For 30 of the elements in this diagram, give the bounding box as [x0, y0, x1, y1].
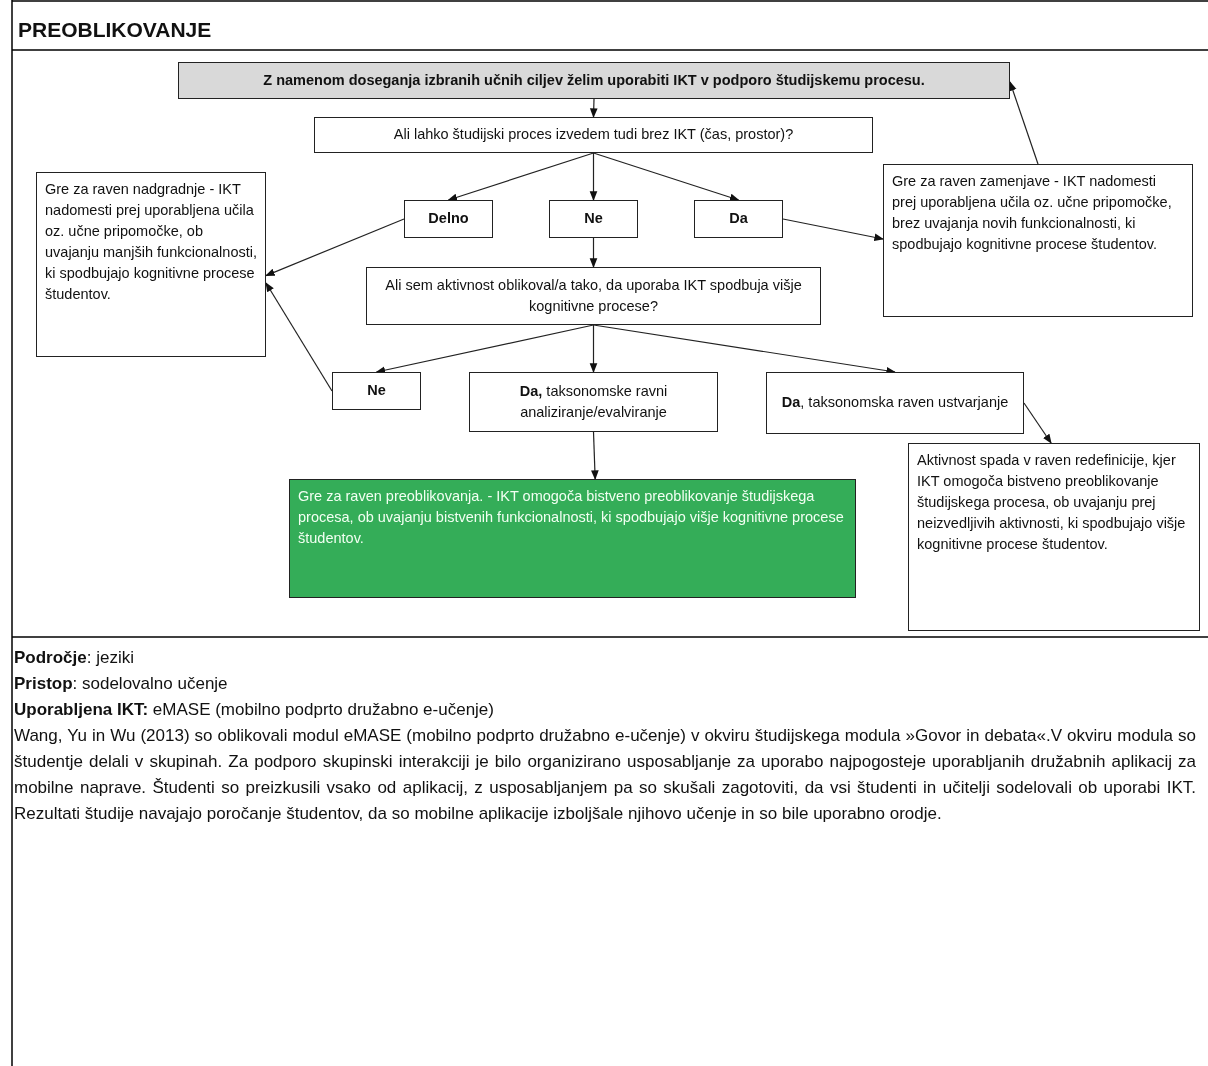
arrow — [589, 324, 598, 373]
arrow — [782, 218, 884, 242]
arrow — [589, 152, 598, 201]
arrow — [1023, 402, 1052, 444]
panel-title: PREOBLIKOVANJE — [18, 18, 212, 42]
arrow — [591, 431, 599, 480]
arrow — [265, 282, 333, 392]
arrow — [265, 218, 405, 277]
info-line: Pristop: sodelovalno učenje — [14, 673, 229, 695]
process-box: Da, taksonomska raven ustvarjanje — [766, 372, 1024, 434]
process-box: Aktivnost spada v raven redefinicije, kjer IKT omogoča bistveno preoblikovanje študijskega procesa, ob uvajanju prej neizvedljivih aktivnosti, ki spodbujajo višje kognitivne procese študentov. — [908, 443, 1200, 631]
process-box: Gre za raven nadgradnje - IKT nadomesti prej uporabljena učila oz. učne pripomočke, ob uvajanju manjših funkcionalnosti, ki spodbujajo kognitivne procese študentov. — [36, 172, 266, 357]
start-box: Z namenom doseganja izbranih učnih ciljev želim uporabiti IKT v podporo študijskemu procesu. — [178, 62, 1010, 99]
arrow — [589, 237, 598, 268]
answer-box: Delno — [404, 200, 493, 238]
body-paragraph: Wang, Yu in Wu (2013) so oblikovali modul eMASE (mobilno podprto družabno e-učenje) v okviru študijskega modula »Govor in debata«.V okviru modula so študentje delali v skupinah. Za podporo skupinski interakciji je bilo organizirano usposabljanje za uporabo najpogosteje uporabljanih družabnih aplikacij za mobilne naprave. Študenti so preizkusili vsako od aplikacij, z usposabljanjem pa so skušali zagotoviti, da vsi študenti in učitelji sodelovali ob uporabi IKT. Rezultati študije navajajo poročanje študentov, da so mobilne aplikacije izboljšale njihovo učenje in so bile uporabno orodje. — [14, 725, 1196, 825]
process-box: Da, taksonomske ravni analiziranje/evalviranje — [469, 372, 718, 432]
answer-box: Da — [694, 200, 783, 238]
info-line: Uporabljena IKT: eMASE (mobilno podprto družabno e-učenje) — [14, 699, 495, 721]
answer-box: Ne — [332, 372, 421, 410]
arrow — [447, 152, 595, 201]
result-box: Gre za raven preoblikovanja. - IKT omogoča bistveno preoblikovanje študijskega procesa, ob uvajanju bistvenih funkcionalnosti, ki spodbujajo višje kognitivne procese študentov. — [289, 479, 856, 598]
info-line: Področje: jeziki — [14, 647, 135, 669]
answer-box: Ne — [549, 200, 638, 238]
process-box: Ali lahko študijski proces izvedem tudi brez IKT (čas, prostor)? — [314, 117, 873, 153]
arrow — [1009, 81, 1039, 165]
process-box: Ali sem aktivnost oblikoval/a tako, da uporaba IKT spodbuja višje kognitivne procese? — [366, 267, 821, 325]
arrow — [592, 152, 740, 201]
arrow — [589, 98, 598, 118]
process-box: Gre za raven zamenjave - IKT nadomesti prej uporabljena učila oz. učne pripomočke, brez uvajanja novih funkcionalnosti, ki spodbujajo kognitivne procese študentov. — [883, 164, 1193, 317]
